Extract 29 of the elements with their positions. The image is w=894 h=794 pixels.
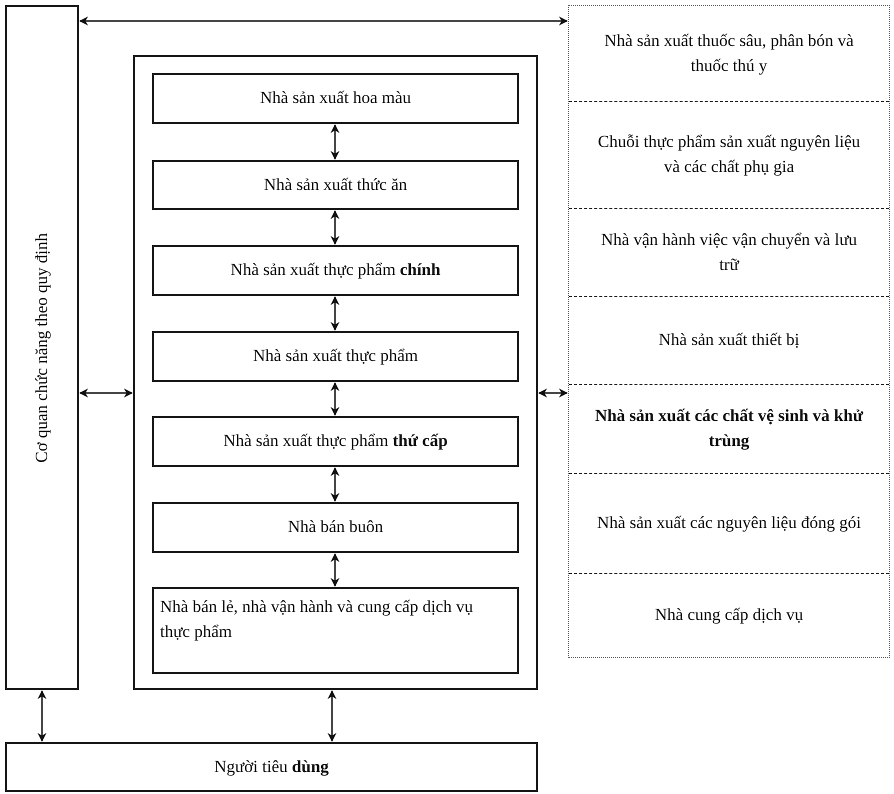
panel-section: Nhà sản xuất thiết bị [569,296,889,384]
panel-section: Nhà sản xuất các chất vệ sinh và khử trùng [569,384,889,473]
panel-section: Chuỗi thực phẩm sản xuất nguyên liệu và các chất phụ gia [569,101,889,208]
process-box: Nhà bán lẻ, nhà vận hành và cung cấp dịch vụ thực phẩm [152,587,519,674]
dotted-panel [568,5,890,658]
process-box: Nhà bán buôn [152,502,519,553]
double-arrow [330,553,340,587]
process-box: Nhà sản xuất hoa màu [152,73,519,124]
process-box: Nhà sản xuất thực phẩm chính [152,245,519,296]
double-arrow [330,124,340,160]
double-arrow [330,210,340,245]
double-arrow [330,382,340,416]
panel-section: Nhà sản xuất các nguyên liệu đóng gói [569,473,889,573]
double-arrow [79,16,568,26]
double-arrow [79,388,133,398]
double-arrow [38,690,46,742]
vertical-box: Cơ quan chức năng theo quy định [5,5,79,690]
process-box: Nhà sản xuất thức ăn [152,160,519,210]
double-arrow [330,467,340,502]
process-box: Nhà sản xuất thực phẩm [152,331,519,382]
panel-section: Nhà cung cấp dịch vụ [569,573,889,657]
double-arrow [328,690,336,742]
process-box: Người tiêu dùng [5,742,538,792]
panel-section: Nhà vận hành việc vận chuyển và lưu trữ [569,208,889,296]
panel-section: Nhà sản xuất thuốc sâu, phân bón và thuốc thú y [569,6,889,101]
double-arrow [330,296,340,331]
process-box: Nhà sản xuất thực phẩm thứ cấp [152,416,519,467]
group-box [133,55,538,690]
double-arrow [538,388,568,398]
